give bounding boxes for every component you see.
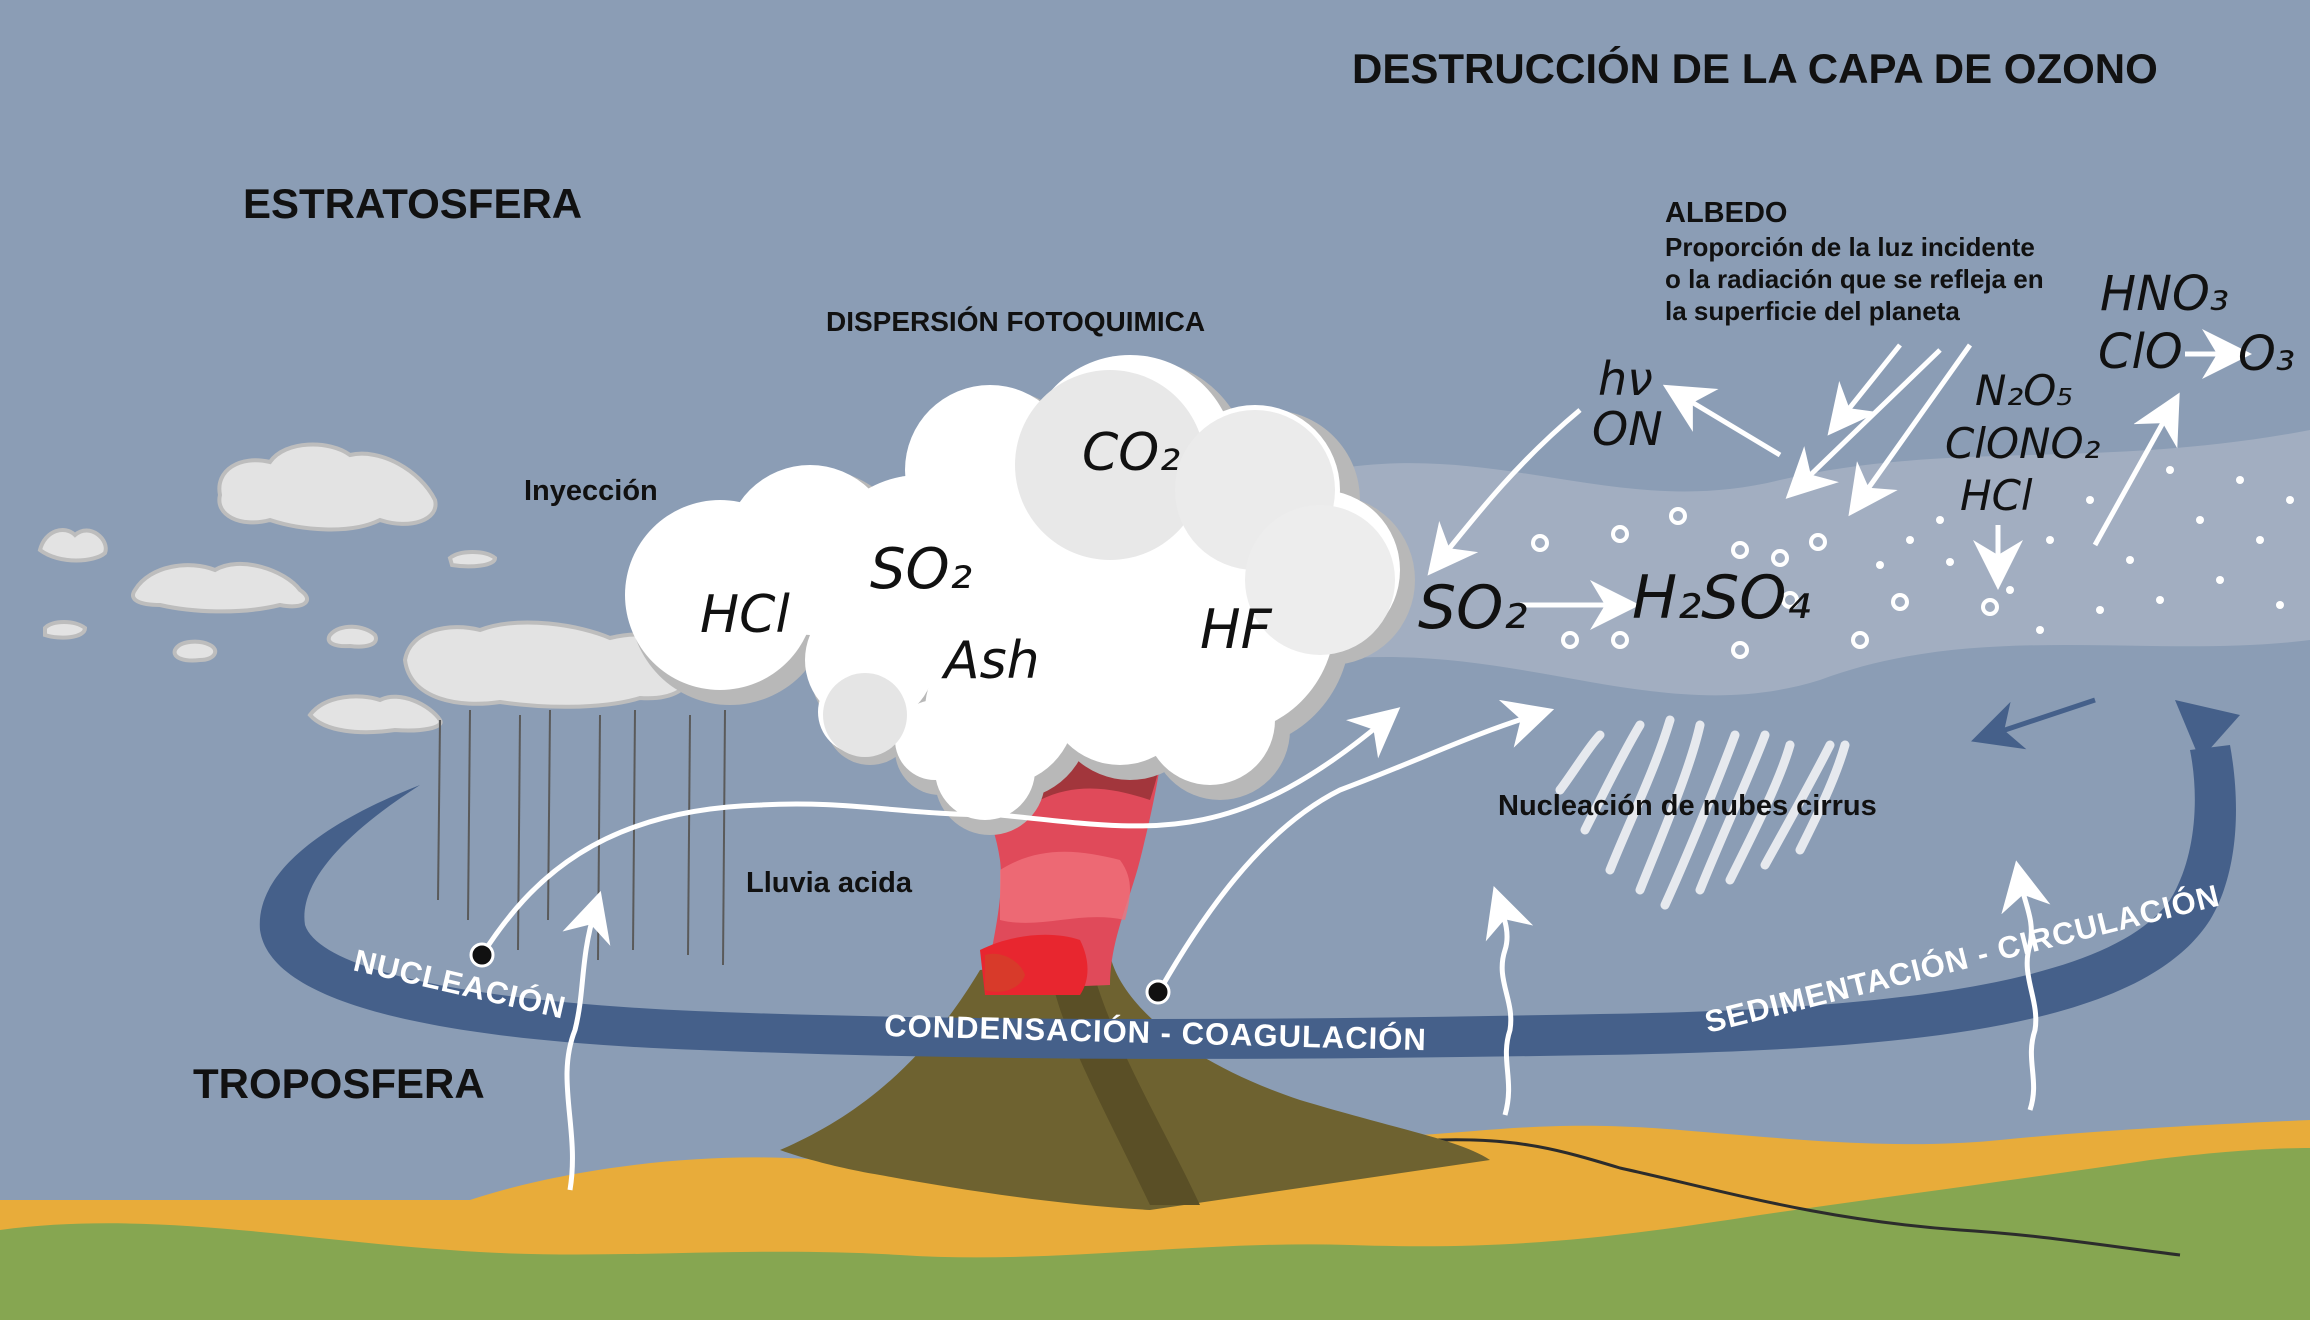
- chem-hv: hν: [1598, 352, 1653, 406]
- title: DESTRUCCIÓN DE LA CAPA DE OZONO: [1352, 44, 2158, 92]
- chem-on: ON: [1592, 402, 1663, 456]
- cloud-co2: CO₂: [1082, 423, 1180, 483]
- acid-rain-label: Lluvia acida: [746, 867, 913, 899]
- cirrus-clouds: [1555, 715, 1850, 910]
- chem-hno3: HNO₃: [2100, 266, 2229, 322]
- stratosphere-label: ESTRATOSFERA: [243, 180, 582, 227]
- albedo-heading: ALBEDO: [1665, 197, 1787, 229]
- chem-clo: ClO: [2098, 324, 2183, 380]
- circulation-return-arrow: [1971, 697, 2096, 750]
- cirrus-nucleation-label: Nucleación de nubes cirrus: [1498, 790, 1877, 822]
- flow-arrow-origins: [469, 942, 1171, 1005]
- photochemical-dispersion-label: DISPERSIÓN FOTOQUIMICA: [826, 306, 1205, 337]
- injection-label: Inyección: [524, 475, 658, 507]
- cloud-hf: HF: [1200, 598, 1273, 661]
- chem-hcl: HCl: [1960, 471, 2033, 520]
- chem-clono2: ClONO₂: [1945, 419, 2101, 468]
- circulation-arrowhead: [2175, 700, 2240, 760]
- eruption-cloud: [625, 355, 1415, 835]
- grey-clouds: [37, 442, 693, 735]
- lava-bubble: [985, 953, 1025, 992]
- chem-o3: O₃: [2238, 326, 2295, 382]
- troposphere-label: TROPOSFERA: [193, 1060, 485, 1107]
- cloud-ash: Ash: [941, 631, 1040, 691]
- cloud-hcl: HCl: [700, 585, 790, 645]
- chem-n2o5: N₂O₅: [1975, 366, 2073, 415]
- chem-so2: SO₂: [1418, 573, 1527, 643]
- flow-arrows: [479, 329, 2252, 1191]
- aerosol-layer: [1330, 430, 2310, 696]
- ground: [0, 1148, 2310, 1320]
- circulation-band: [259, 745, 2236, 1059]
- chem-h2so4: H₂SO₄: [1632, 563, 1811, 633]
- eruption-column-mid: [1000, 851, 1130, 923]
- cloud-so2: SO₂: [870, 537, 972, 602]
- albedo-line-1: Proporción de la luz incidente: [1665, 232, 2035, 262]
- aerosol-particles: [1531, 507, 1999, 659]
- albedo-line-2: o la radiación que se refleja en: [1665, 264, 2044, 294]
- albedo-line-3: la superficie del planeta: [1665, 296, 1960, 326]
- aerosol-dots: [1876, 466, 2294, 634]
